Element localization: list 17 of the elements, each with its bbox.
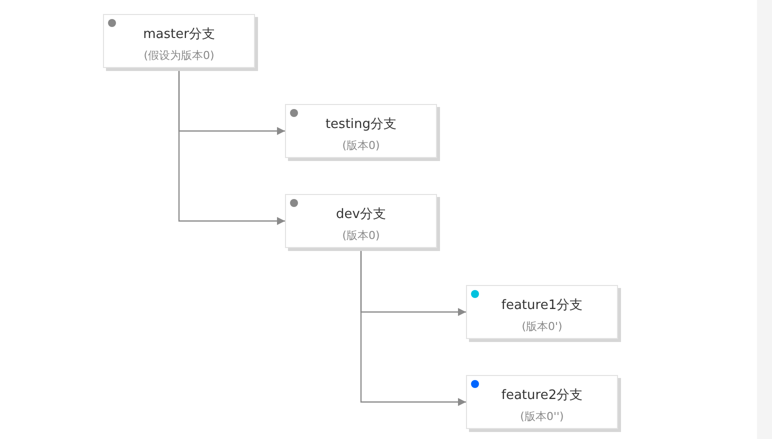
branch-name: feature1分支 <box>500 297 584 314</box>
branch-name: master分支 <box>142 26 216 43</box>
branch-name: feature2分支 <box>500 387 584 404</box>
branch-name: dev分支 <box>335 206 387 223</box>
connector-arrow <box>178 68 285 225</box>
branch-card <box>103 14 255 68</box>
branch-card <box>466 375 618 429</box>
version-note: (版本0) <box>341 228 381 243</box>
version-note: (假设为版本0) <box>142 48 216 63</box>
branch-name: testing分支 <box>324 116 398 133</box>
version-note: (版本0') <box>520 319 564 334</box>
branch-card <box>466 285 618 339</box>
branch-card <box>285 194 437 248</box>
version-note: (版本0) <box>341 138 381 153</box>
version-note: (版本0'') <box>519 409 565 424</box>
branch-card <box>285 104 437 158</box>
connector-arrow <box>360 248 466 406</box>
